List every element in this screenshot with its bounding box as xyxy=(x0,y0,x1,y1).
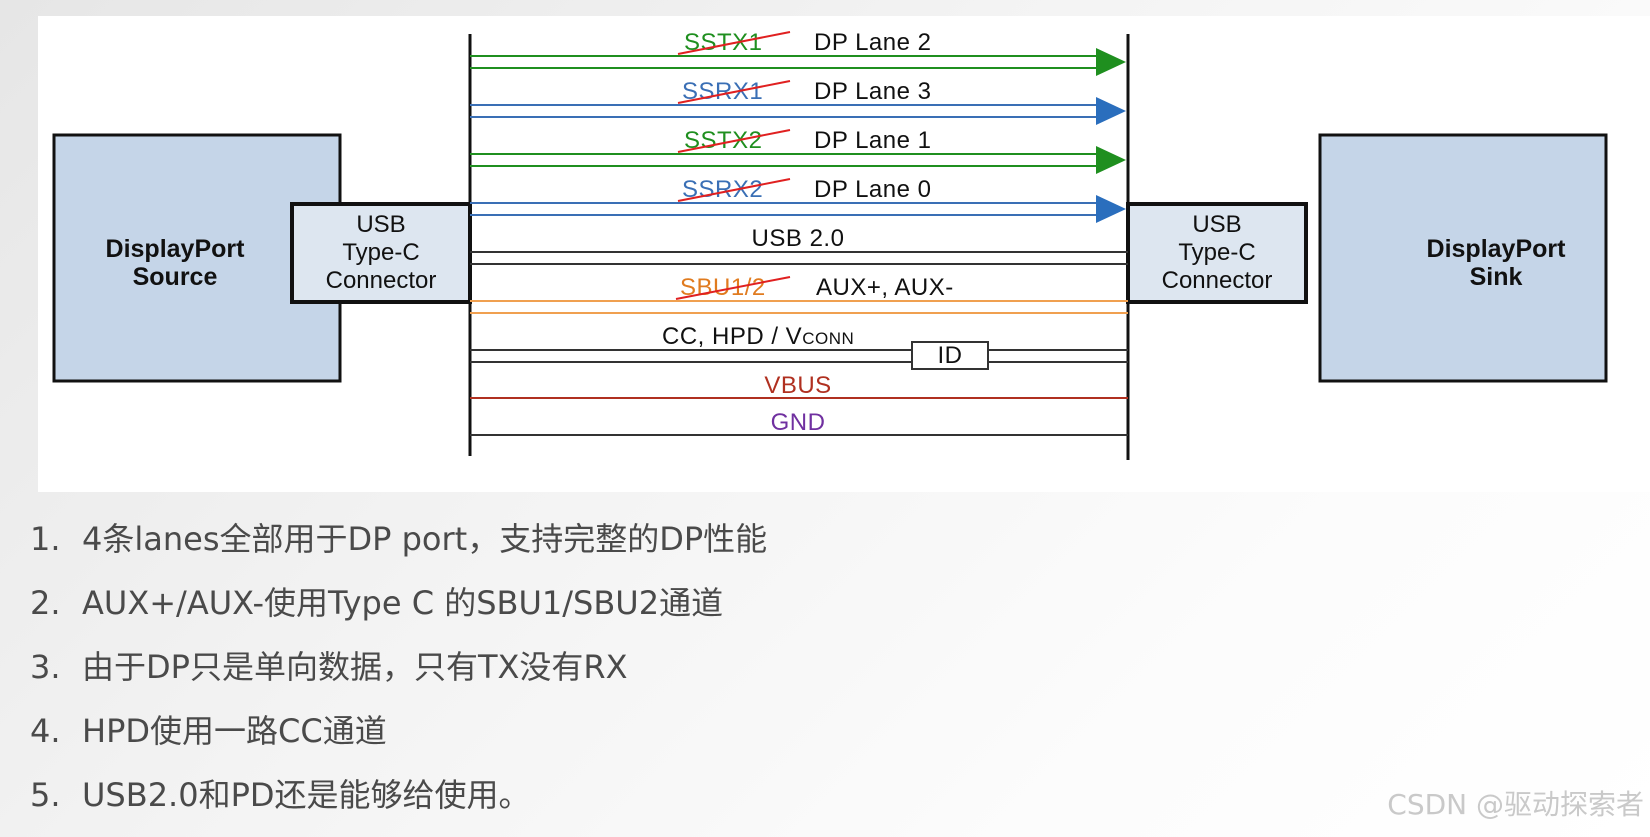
sbu-aux-pair: SBU1/2 AUX+, AUX- xyxy=(470,274,1128,314)
lane-dp3-strike xyxy=(677,80,791,104)
lane-dp1: SSTX2 DP Lane 1 xyxy=(470,127,1126,174)
note-number: 5. xyxy=(30,776,61,814)
lane-dp1-old-name: SSTX2 xyxy=(684,127,763,154)
note-item: 3. 由于DP只是单向数据，只有TX没有RX xyxy=(30,642,767,706)
lane-dp3-new-name: DP Lane 3 xyxy=(814,78,931,105)
left-connector-label-3: Connector xyxy=(326,267,437,294)
lane-dp0: SSRX2 DP Lane 0 xyxy=(470,176,1126,223)
arrow-head-icon xyxy=(1096,97,1126,125)
sbu-strike xyxy=(675,276,791,300)
note-text: HPD使用一路CC通道 xyxy=(82,712,387,750)
lane-dp0-new-name: DP Lane 0 xyxy=(814,176,931,203)
aux-name: AUX+, AUX- xyxy=(816,274,954,301)
notes-list: 1. 4条lanes全部用于DP port，支持完整的DP性能 2. AUX+/… xyxy=(30,514,767,834)
lane-dp3-old-name: SSRX1 xyxy=(682,78,763,105)
left-connector-label-1: USB xyxy=(356,211,405,238)
diagram-panel: DisplayPort Source DisplayPort Sink USB … xyxy=(38,16,1650,492)
usb2-pair: USB 2.0 xyxy=(470,225,1128,265)
vbus-line-group: VBUS xyxy=(470,372,1128,399)
watermark: CSDN @驱动探索者 xyxy=(1387,788,1644,821)
arrow-head-icon xyxy=(1096,146,1126,174)
note-text: 4条lanes全部用于DP port，支持完整的DP性能 xyxy=(82,520,768,558)
right-connector-label-2: Type-C xyxy=(1178,239,1255,266)
note-item: 1. 4条lanes全部用于DP port，支持完整的DP性能 xyxy=(30,514,767,578)
sink-box xyxy=(1318,133,1608,383)
left-connector-label-2: Type-C xyxy=(342,239,419,266)
lane-dp0-old-name: SSRX2 xyxy=(682,176,763,203)
arrow-head-icon xyxy=(1096,48,1126,76)
lane-dp2-new-name: DP Lane 2 xyxy=(814,29,931,56)
note-number: 4. xyxy=(30,712,61,750)
lane-dp1-strike xyxy=(677,129,791,153)
cc-label-main: CC, HPD / V xyxy=(662,323,802,350)
sbu-old-name: SBU1/2 xyxy=(680,274,766,301)
note-item: 4. HPD使用一路CC通道 xyxy=(30,706,767,770)
lane-dp1-new-name: DP Lane 1 xyxy=(814,127,931,154)
vbus-label: VBUS xyxy=(764,372,831,399)
note-number: 2. xyxy=(30,584,61,622)
cc-label: CC, HPD / VCONN xyxy=(662,323,854,350)
sink-box-label-2: Sink xyxy=(1470,263,1523,291)
note-number: 1. xyxy=(30,520,61,558)
right-connector-label-1: USB xyxy=(1192,211,1241,238)
note-number: 3. xyxy=(30,648,61,686)
typec-dp-wiring-diagram: DisplayPort Source DisplayPort Sink USB … xyxy=(52,29,1608,460)
note-item: 2. AUX+/AUX-使用Type C 的SBU1/SBU2通道 xyxy=(30,578,767,642)
arrow-head-icon xyxy=(1096,195,1126,223)
lane-dp2: SSTX1 DP Lane 2 xyxy=(470,29,1126,76)
sink-box-label-1: DisplayPort xyxy=(1427,235,1567,263)
note-text: USB2.0和PD还是能够给使用。 xyxy=(82,776,531,814)
note-item: 5. USB2.0和PD还是能够给使用。 xyxy=(30,770,767,834)
usb2-label: USB 2.0 xyxy=(752,225,845,252)
note-text: AUX+/AUX-使用Type C 的SBU1/SBU2通道 xyxy=(82,584,724,622)
gnd-label: GND xyxy=(771,409,826,436)
right-connector-box xyxy=(1126,202,1308,304)
gnd-line-group: GND xyxy=(470,409,1128,436)
note-text: 由于DP只是单向数据，只有TX没有RX xyxy=(82,648,628,686)
cc-pair: CC, HPD / VCONN ID xyxy=(470,323,1128,370)
lane-dp3: SSRX1 DP Lane 3 xyxy=(470,78,1126,125)
right-connector-label-3: Connector xyxy=(1162,267,1273,294)
cc-label-sub: CONN xyxy=(802,329,854,348)
left-connector-box xyxy=(290,202,472,304)
lane-dp2-old-name: SSTX1 xyxy=(684,29,763,56)
lane-dp0-strike xyxy=(677,178,791,202)
id-label: ID xyxy=(938,342,963,369)
source-box-label-1: DisplayPort xyxy=(106,235,246,263)
source-box-label-2: Source xyxy=(133,263,218,291)
id-box xyxy=(911,341,989,370)
lane-dp2-strike xyxy=(677,31,791,55)
